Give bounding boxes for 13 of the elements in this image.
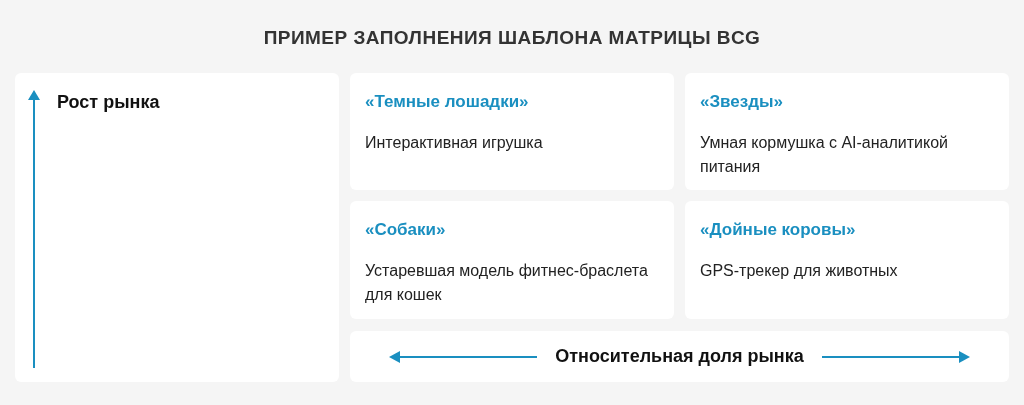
quadrant-description: Устаревшая модель фитнес-браслета для кошек bbox=[365, 260, 649, 305]
diagram-title: ПРИМЕР ЗАПОЛНЕНИЯ ШАБЛОНА МАТРИЦЫ BCG bbox=[263, 26, 761, 50]
axis-label: Рост рынка bbox=[57, 91, 160, 114]
quadrant-description: GPS-трекер для животных bbox=[700, 260, 898, 281]
axis-panel bbox=[350, 331, 1009, 382]
quadrant-description: Умная кормушка с AI-аналитикой питания bbox=[700, 132, 950, 177]
axis-panel bbox=[15, 73, 339, 382]
quadrant-heading: «Звезды» bbox=[700, 91, 783, 113]
quadrant-heading: «Дойные коровы» bbox=[700, 219, 856, 241]
axis-label: Относительная доля рынка bbox=[555, 345, 804, 368]
quadrant-heading: «Темные лошадки» bbox=[365, 91, 529, 113]
quadrant-heading: «Собаки» bbox=[365, 219, 446, 241]
quadrant-description: Интерактивная игрушка bbox=[365, 132, 543, 153]
